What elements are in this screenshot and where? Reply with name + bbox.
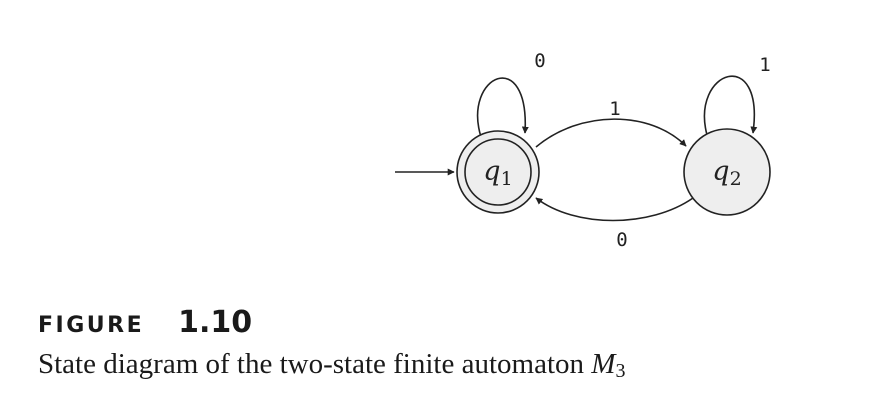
state-q1: q1 xyxy=(456,130,540,214)
transition-label-q1-q1: 0 xyxy=(534,50,545,72)
machine-subscript: 3 xyxy=(615,360,626,382)
figure-description-text: State diagram of the two-state finite au… xyxy=(38,348,592,380)
figure-word: FIGURE xyxy=(38,313,145,338)
accept-ring xyxy=(464,138,532,206)
figure-caption: FIGURE 1.10 State diagram of the two-stat… xyxy=(38,303,625,381)
state-q2: q2 xyxy=(683,128,771,216)
transition-label-q2-q1: 0 xyxy=(616,229,627,251)
transition-q1-q1 xyxy=(476,77,529,138)
transition-q1-q2 xyxy=(535,118,687,148)
figure-heading: FIGURE 1.10 xyxy=(38,303,625,347)
state-diagram: 0 1 1 0 q1 q2 xyxy=(395,50,771,251)
transition-label-q1-q2: 1 xyxy=(609,98,620,120)
machine-symbol: M xyxy=(591,348,616,380)
transition-label-q2-q2: 1 xyxy=(759,54,770,76)
figure-number: 1.10 xyxy=(178,305,253,340)
figure-description: State diagram of the two-state finite au… xyxy=(38,347,625,381)
transition-q2-q2 xyxy=(703,75,758,136)
transition-q2-q1 xyxy=(535,197,694,222)
state-q2-label: q2 xyxy=(712,156,741,190)
state-q1-label: q1 xyxy=(483,156,512,190)
